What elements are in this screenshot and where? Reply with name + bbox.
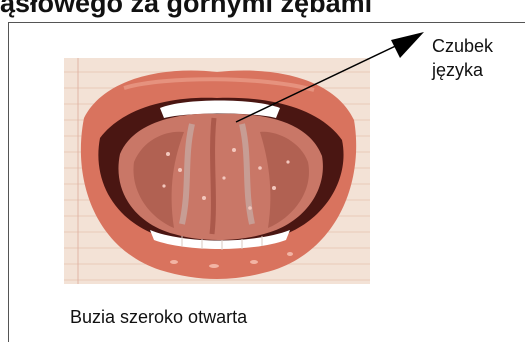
page-heading: ąsłowego za górnymi zębami (0, 0, 525, 19)
callout-line-1: Czubek (432, 34, 522, 58)
callout-line-2: języka (432, 58, 522, 82)
callout-label: Czubek języka (432, 34, 522, 82)
tongue-center-groove (212, 118, 214, 234)
open-mouth-illustration (64, 58, 370, 284)
figure-caption: Buzia szeroko otwarta (70, 307, 370, 328)
